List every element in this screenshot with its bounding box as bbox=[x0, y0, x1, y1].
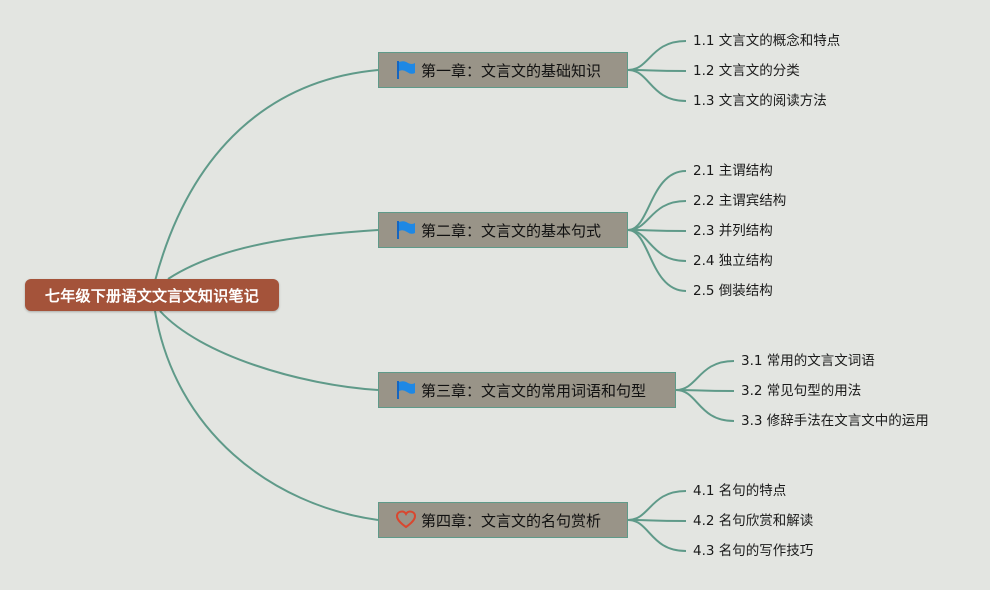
topic-1-2[interactable]: 1.2 文言文的分类 bbox=[693, 63, 800, 79]
chapter-label: 第三章：文言文的常用词语和句型 bbox=[421, 381, 647, 400]
edge-chapter-4-topic-1 bbox=[627, 490, 687, 521]
root-node[interactable]: 七年级下册语文文言文知识笔记 bbox=[25, 279, 279, 311]
topic-3-2[interactable]: 3.2 常见句型的用法 bbox=[741, 383, 862, 399]
topic-3-1[interactable]: 3.1 常用的文言文词语 bbox=[741, 353, 875, 369]
chapter-node-3[interactable]: 第三章：文言文的常用词语和句型 bbox=[378, 372, 676, 408]
chapter-label: 第二章：文言文的基本句式 bbox=[421, 221, 602, 240]
topic-4-1[interactable]: 4.1 名句的特点 bbox=[693, 483, 787, 499]
edge-root-chapter-1 bbox=[154, 69, 379, 282]
edge-chapter-2-topic-1 bbox=[627, 170, 687, 231]
topic-3-3[interactable]: 3.3 修辞手法在文言文中的运用 bbox=[741, 413, 929, 429]
heart-icon bbox=[395, 509, 417, 531]
topic-2-2[interactable]: 2.2 主谓宾结构 bbox=[693, 193, 787, 209]
topic-2-3[interactable]: 2.3 并列结构 bbox=[693, 223, 773, 239]
edge-chapter-1-topic-1 bbox=[627, 40, 687, 71]
edge-chapter-3-topic-1 bbox=[675, 360, 735, 391]
flag-icon bbox=[395, 379, 417, 401]
edge-chapter-1-topic-3 bbox=[627, 69, 687, 102]
topic-2-5[interactable]: 2.5 倒装结构 bbox=[693, 283, 773, 299]
chapter-node-2[interactable]: 第二章：文言文的基本句式 bbox=[378, 212, 628, 248]
flag-icon bbox=[395, 59, 417, 81]
topic-4-2[interactable]: 4.2 名句欣赏和解读 bbox=[693, 513, 814, 529]
edge-root-chapter-3 bbox=[159, 310, 379, 391]
topic-4-3[interactable]: 4.3 名句的写作技巧 bbox=[693, 543, 814, 559]
edge-root-chapter-2 bbox=[167, 229, 379, 280]
topic-1-1[interactable]: 1.1 文言文的概念和特点 bbox=[693, 33, 841, 49]
chapter-label: 第一章：文言文的基础知识 bbox=[421, 61, 602, 80]
flag-icon bbox=[395, 219, 417, 241]
edge-root-chapter-4 bbox=[154, 310, 379, 521]
topic-2-4[interactable]: 2.4 独立结构 bbox=[693, 253, 773, 269]
chapter-node-4[interactable]: 第四章：文言文的名句赏析 bbox=[378, 502, 628, 538]
topic-2-1[interactable]: 2.1 主谓结构 bbox=[693, 163, 773, 179]
chapter-label: 第四章：文言文的名句赏析 bbox=[421, 511, 602, 530]
edge-chapter-4-topic-3 bbox=[627, 519, 687, 552]
edge-chapter-3-topic-3 bbox=[675, 389, 735, 422]
edge-chapter-2-topic-5 bbox=[627, 229, 687, 292]
topic-1-3[interactable]: 1.3 文言文的阅读方法 bbox=[693, 93, 827, 109]
root-label: 七年级下册语文文言文知识笔记 bbox=[44, 286, 260, 305]
chapter-node-1[interactable]: 第一章：文言文的基础知识 bbox=[378, 52, 628, 88]
